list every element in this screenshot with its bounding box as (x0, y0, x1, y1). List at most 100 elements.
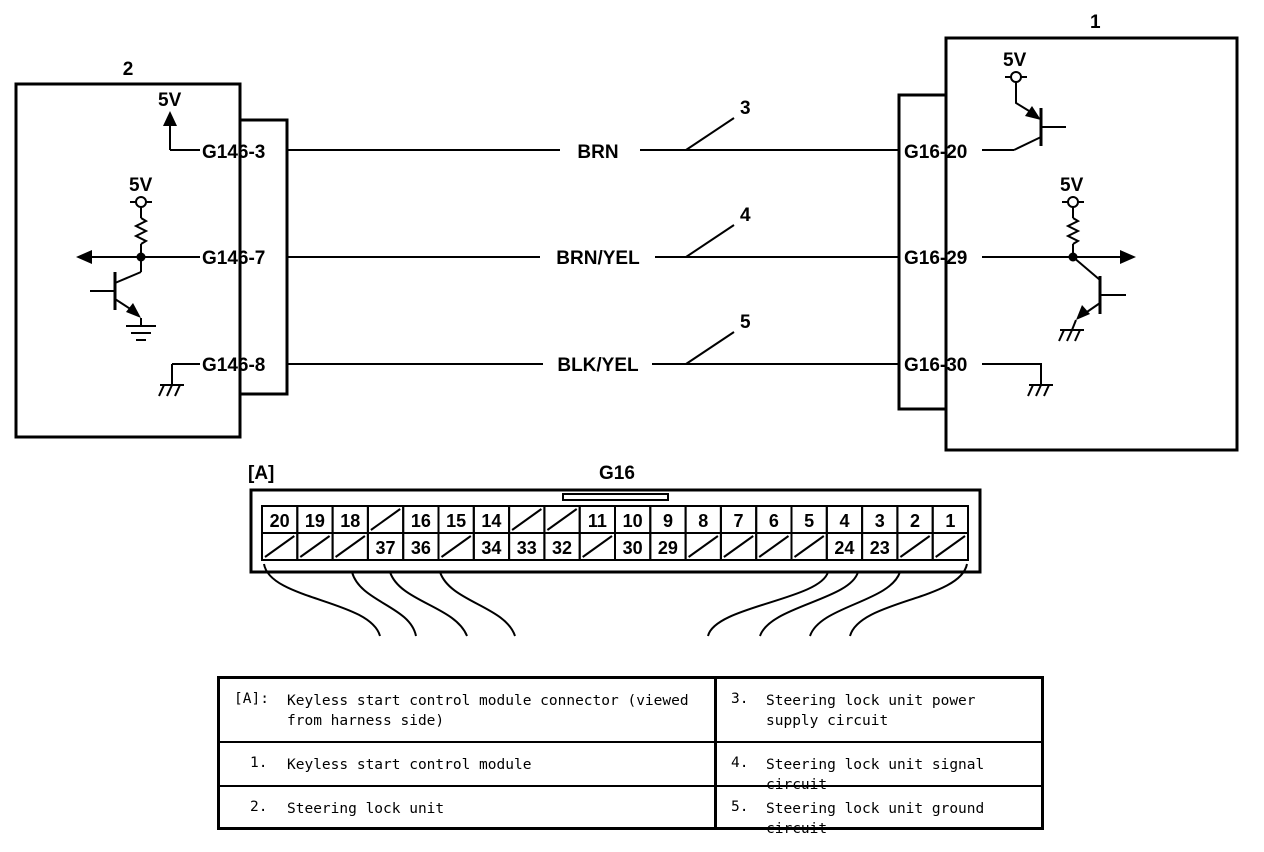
module-1-callout: 1 (1090, 12, 1101, 33)
empty-pin-slash (688, 535, 719, 558)
legend-text-2: Steering lock unit (287, 801, 445, 817)
legend-key-3: 3. (731, 691, 749, 707)
g146-3-5v-label: 5V (158, 90, 182, 111)
pin-g16-20: G16-20 (904, 142, 967, 163)
connector-pin-number: 5 (804, 511, 814, 531)
legend-row: 2. Steering lock unit 5. Steering lock u… (220, 787, 1041, 837)
module-2-box (14, 82, 242, 439)
legend-cell-left: 2. Steering lock unit (220, 787, 717, 827)
legend-row: [A]: Keyless start control module connec… (220, 679, 1041, 743)
legend-key-4: 4. (731, 755, 749, 771)
callout-3-leader (685, 117, 735, 151)
g16-29-emitter (1071, 319, 1077, 331)
legend-table: [A]: Keyless start control module connec… (217, 676, 1044, 837)
g146-7-5v-label: 5V (129, 175, 153, 196)
transistor-icon (1076, 276, 1126, 320)
legend-text-a: Keyless start control module connector (… (287, 693, 689, 729)
legend-key-a: [A]: (234, 691, 269, 707)
connector-pin-number: 29 (658, 538, 678, 558)
callout-3: 3 (740, 98, 751, 119)
connector-name: G16 (599, 463, 635, 484)
legend-row: 1. Keyless start control module 4. Steer… (220, 743, 1041, 793)
empty-pin-slash (335, 535, 366, 558)
pullup-resistor-icon (133, 217, 149, 245)
legend-key-5: 5. (731, 799, 749, 815)
connector-pin-number: 1 (945, 511, 955, 531)
ground-symbol-icon (126, 325, 156, 341)
callout-4: 4 (740, 205, 751, 226)
legend-text-3: Steering lock unit power supply circuit (766, 693, 976, 729)
empty-pin-slash (440, 535, 472, 558)
connector-pin-number: 8 (698, 511, 708, 531)
g16-20-5v-label: 5V (1003, 50, 1027, 71)
empty-pin-slash (370, 508, 401, 531)
pin-g16-29: G16-29 (904, 248, 967, 269)
empty-pin-slash (793, 535, 825, 558)
connector-pin-number: 30 (623, 538, 643, 558)
connector-pin-number: 36 (411, 538, 431, 558)
connector-pin-number: 16 (411, 511, 431, 531)
pin-g146-8: G146-8 (202, 355, 265, 376)
supply-terminal-icon (1010, 71, 1022, 83)
legend-cell-right: 3. Steering lock unit power supply circu… (717, 679, 1041, 741)
g16-29-5v-label: 5V (1060, 175, 1084, 196)
transistor-icon (1013, 106, 1066, 151)
pin-g16-30: G16-30 (904, 355, 967, 376)
empty-pin-slash (758, 535, 790, 558)
connector-pin-number: 2 (910, 511, 920, 531)
legend-key-2: 2. (250, 799, 268, 815)
module-1-keyless-start-control-module: 1 G16-20 5V G16-29 5V (897, 12, 1239, 452)
connector-pin-number: 18 (340, 511, 360, 531)
g16-29-collector (1072, 256, 1101, 281)
connector-pin-number: 11 (588, 511, 607, 531)
g16-20-emitter-lead (1015, 82, 1035, 115)
harness-wires (263, 563, 968, 637)
connector-pin-number: 24 (834, 538, 854, 558)
connector-pin-number: 19 (305, 511, 325, 531)
wire-brn-yel-label: BRN/YEL (556, 248, 640, 269)
connector-pin-number: 20 (270, 511, 290, 531)
supply-arrow-icon (163, 111, 177, 126)
signal-arrow-icon (1120, 250, 1136, 264)
supply-terminal-icon (1067, 196, 1079, 208)
signal-arrow-icon (76, 250, 92, 264)
legend-cell-right: 5. Steering lock unit ground circuit (717, 787, 1041, 837)
pullup-resistor-icon (1065, 217, 1081, 245)
connector-pin-number: 10 (623, 511, 643, 531)
wire-harness: BRN 3 BRN/YEL 4 BLK/YEL 5 (287, 98, 900, 376)
legend-text-5: Steering lock unit ground circuit (766, 801, 985, 837)
empty-pin-slash (723, 535, 754, 558)
legend-cell-right: 4. Steering lock unit signal circuit (717, 743, 1041, 793)
legend-text-1: Keyless start control module (287, 757, 532, 773)
connector-pin-number: 9 (663, 511, 673, 531)
connector-pin-number: 4 (839, 511, 849, 531)
module-1-box (944, 36, 1239, 452)
legend-cell-left: 1. Keyless start control module (220, 743, 717, 785)
empty-pin-slash (546, 508, 578, 531)
callout-4-leader (685, 224, 735, 258)
pin-g146-3: G146-3 (202, 142, 265, 163)
wire-brn-label: BRN (577, 142, 618, 163)
empty-pin-slash (299, 535, 331, 558)
callout-5: 5 (740, 312, 751, 333)
connector-pin-cell (931, 532, 970, 561)
module-2-steering-lock-unit: 2 5V G146-3 5V G146-7 (14, 59, 289, 439)
empty-pin-slash (582, 535, 613, 558)
connector-pin-number: 34 (481, 538, 501, 558)
connector-pin-number: 3 (875, 511, 885, 531)
legend-cell-left: [A]: Keyless start control module connec… (220, 679, 717, 741)
connector-pin-number: 37 (376, 538, 396, 558)
connector-pin-number: 6 (769, 511, 779, 531)
connector-latch (562, 493, 669, 501)
empty-pin-slash (264, 535, 295, 558)
chassis-ground-icon (158, 384, 184, 397)
empty-pin-slash (935, 535, 966, 558)
empty-pin-slash (899, 535, 931, 558)
connector-pin-number: 23 (870, 538, 890, 558)
connector-view-label: [A] (248, 463, 274, 484)
transistor-icon (90, 271, 142, 318)
legend-text-4: Steering lock unit signal circuit (766, 757, 985, 793)
